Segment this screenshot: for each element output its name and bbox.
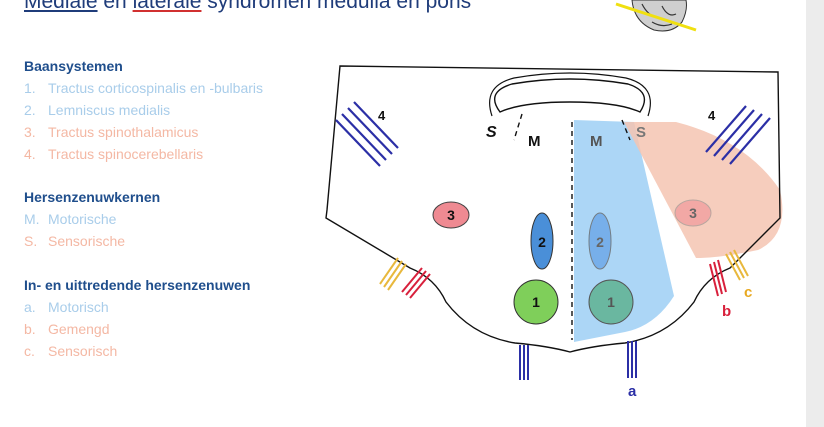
label-tract-2-right: 2 [596,234,604,250]
legend-heading-baansystemen: Baansystemen [24,58,123,74]
label-tract-4-right: 4 [708,108,716,123]
legend-item: 3.Tractus spinothalamicus [24,124,199,140]
tract-3-left [432,201,470,229]
title-rest: syndromen medulla en pons [201,0,472,13]
brainstem-outline [325,65,781,353]
legend-item: a.Motorisch [24,299,109,315]
title-word-laterale: laterale [132,0,202,13]
nerve-a-left [519,345,529,380]
scrollbar[interactable] [806,0,824,427]
legend-item: 4.Tractus spinocerebellaris [24,146,204,162]
label-tract-3-right: 3 [689,205,697,221]
tract-2-left [530,212,554,270]
tract-4-right [705,105,771,165]
legend-item: 1.Tractus corticospinalis en -bulbaris [24,80,264,96]
nerve-b-right [709,259,727,297]
tract-1-left [513,279,559,325]
slide-title: Mediale en laterale syndromen medulla en… [24,0,471,14]
label-left-m: M [528,133,541,150]
label-right-m: M [590,133,603,150]
label-nerve-a: a [628,383,637,400]
label-tract-1-right: 1 [607,294,615,310]
label-tract-2-left: 2 [538,234,546,250]
legend-item: 2.Lemniscus medialis [24,102,171,118]
pons-cross-section-diagram: S M M S 4 4 3 3 2 2 1 [325,65,783,400]
nerve-a-right [627,341,637,378]
legend-item: c.Sensorisch [24,343,118,359]
label-tract-1-left: 1 [532,294,540,310]
label-nerve-c: c [744,284,752,301]
label-tract-3-left: 3 [447,207,455,223]
left-sm-border [513,113,523,141]
legend-item: M.Motorische [24,211,117,227]
title-connector: en [97,0,133,13]
ventricle-inner [489,72,651,117]
label-right-s: S [636,124,646,141]
right-sm-border [621,119,631,141]
legend-heading-hersenzenuwkernen: Hersenzenuwkernen [24,189,161,205]
label-tract-4-left: 4 [378,108,386,123]
legend-baansystemen: Baansystemen 1.Tractus corticospinalis e… [24,58,263,165]
tract-2-right [588,212,612,270]
brainstem-thumbnail-icon [615,0,697,32]
sensory-region [624,122,783,258]
title-word-mediale: Mediale [24,0,98,13]
tract-4-left [335,101,399,167]
legend-hersenzenuwkernen: Hersenzenuwkernen M.Motorische S.Sensori… [24,189,160,252]
legend-item: b.Gemengd [24,321,110,337]
legend-hersenzenuwen: In- en uittredende hersenzenuwen a.Motor… [24,277,250,362]
label-left-s: S [486,124,497,141]
nerve-c-left [379,257,407,291]
tract-3-right [674,199,712,227]
nerve-c-right [725,249,749,281]
legend-item: S.Sensorische [24,233,126,249]
fourth-ventricle [493,78,646,113]
label-nerve-b: b [722,303,731,320]
nerve-b-left [401,267,431,299]
tract-1-right [588,279,634,325]
legend-heading-hersenzenuwen: In- en uittredende hersenzenuwen [24,277,251,293]
